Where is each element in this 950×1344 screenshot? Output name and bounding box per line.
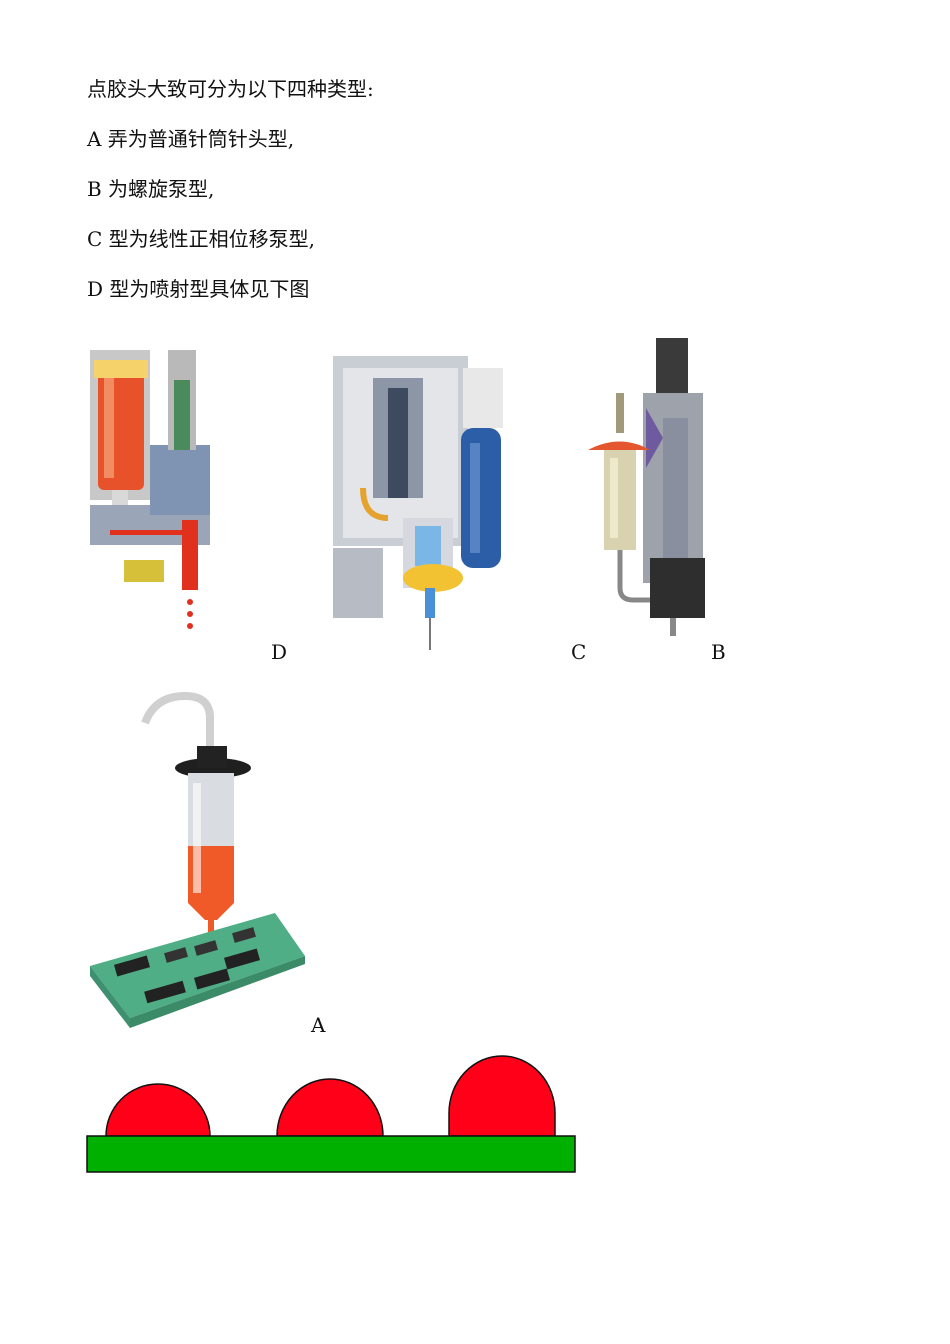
item-a-text: A 弄为普通针筒针头型, — [87, 127, 295, 151]
glue-dot-profile-diagram — [86, 1055, 576, 1173]
figure-label-c: C — [571, 640, 587, 664]
item-b-text: B 为螺旋泵型, — [87, 177, 215, 201]
figure-label-b: B — [711, 640, 726, 664]
item-c-text: C 型为线性正相位移泵型, — [87, 227, 316, 251]
jet-dispenser-illustration — [90, 350, 210, 629]
figure-label-d: D — [271, 640, 288, 664]
syringe-needle-illustration — [90, 691, 305, 1028]
figure-label-a: A — [311, 1013, 326, 1037]
auger-pump-illustration — [333, 356, 503, 650]
positive-displacement-pump-illustration — [588, 338, 705, 636]
intro-text: 点胶头大致可分为以下四种类型: — [87, 77, 374, 101]
item-d-text: D 型为喷射型具体见下图 — [87, 277, 310, 301]
